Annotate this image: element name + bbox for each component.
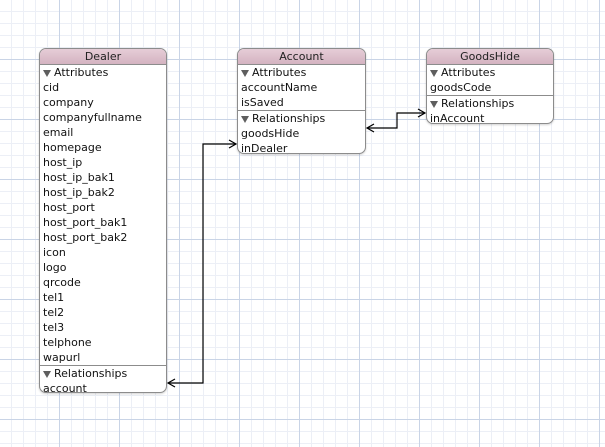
attribute-homepage[interactable]: homepage	[43, 141, 102, 154]
connector-line-account-goodshide[interactable]	[367, 112, 425, 129]
attributes-header-goodshide[interactable]: Attributes	[427, 65, 553, 80]
arrowhead-icon	[417, 108, 427, 118]
relationships-label: Relationships	[54, 367, 128, 380]
relationships-section-goodshide: Relationships inAccount	[427, 96, 553, 124]
attributes-header-dealer[interactable]: Attributes	[40, 65, 166, 80]
attribute-issaved[interactable]: isSaved	[241, 96, 284, 109]
relationships-header-goodshide[interactable]: Relationships	[427, 96, 553, 111]
entity-dealer[interactable]: Dealer Attributes cid company companyful…	[39, 48, 167, 393]
disclosure-triangle-down-icon[interactable]	[43, 370, 51, 378]
attribute-icon[interactable]: icon	[43, 246, 66, 259]
disclosure-triangle-down-icon[interactable]	[43, 69, 51, 77]
attribute-host-port[interactable]: host_port	[43, 201, 95, 214]
connector-account-goodshide[interactable]	[365, 108, 427, 133]
attribute-host-ip-bak1[interactable]: host_ip_bak1	[43, 171, 115, 184]
disclosure-triangle-down-icon[interactable]	[241, 69, 249, 77]
attribute-host-ip-bak2[interactable]: host_ip_bak2	[43, 186, 115, 199]
relationship-goodshide[interactable]: goodsHide	[241, 127, 300, 140]
disclosure-triangle-down-icon[interactable]	[241, 115, 249, 123]
entity-title-goodshide[interactable]: GoodsHide	[427, 49, 553, 65]
attribute-company[interactable]: company	[43, 96, 94, 109]
arrowhead-icon	[365, 123, 375, 133]
relationship-indealer[interactable]: inDealer	[241, 142, 288, 154]
attribute-accountname[interactable]: accountName	[241, 81, 318, 94]
relationships-header-account[interactable]: Relationships	[238, 111, 365, 126]
relationships-header-dealer[interactable]: Relationships	[40, 366, 166, 381]
attribute-cid[interactable]: cid	[43, 81, 60, 94]
attribute-host-port-bak2[interactable]: host_port_bak2	[43, 231, 128, 244]
attribute-tel2[interactable]: tel2	[43, 306, 65, 319]
attributes-header-account[interactable]: Attributes	[238, 65, 365, 80]
attribute-telphone[interactable]: telphone	[43, 336, 92, 349]
attribute-host-ip[interactable]: host_ip	[43, 156, 83, 169]
entity-title-dealer[interactable]: Dealer	[40, 49, 166, 65]
entity-title-account[interactable]: Account	[238, 49, 365, 65]
relationship-inaccount[interactable]: inAccount	[430, 112, 485, 124]
relationships-section-account: Relationships goodsHide inDealer	[238, 111, 365, 154]
arrowhead-icon	[228, 139, 238, 149]
attribute-wapurl[interactable]: wapurl	[43, 351, 81, 364]
attribute-host-port-bak1[interactable]: host_port_bak1	[43, 216, 128, 229]
attributes-label: Attributes	[252, 66, 307, 79]
connector-line-dealer-account[interactable]	[168, 143, 236, 384]
attributes-label: Attributes	[441, 66, 496, 79]
relationships-label: Relationships	[441, 97, 515, 110]
attributes-section-account: Attributes accountName isSaved	[238, 65, 365, 111]
attribute-companyfullname[interactable]: companyfullname	[43, 111, 142, 124]
attribute-tel3[interactable]: tel3	[43, 321, 65, 334]
connector-dealer-account[interactable]	[166, 139, 238, 388]
attribute-goodscode[interactable]: goodsCode	[430, 81, 492, 94]
relationships-label: Relationships	[252, 112, 326, 125]
relationships-section-dealer: Relationships account	[40, 366, 166, 393]
disclosure-triangle-down-icon[interactable]	[430, 69, 438, 77]
attributes-label: Attributes	[54, 66, 109, 79]
attribute-logo[interactable]: logo	[43, 261, 67, 274]
disclosure-triangle-down-icon[interactable]	[430, 100, 438, 108]
relationship-account[interactable]: account	[43, 382, 87, 393]
entity-goodshide[interactable]: GoodsHide Attributes goodsCode Relations…	[426, 48, 554, 124]
entity-account[interactable]: Account Attributes accountName isSaved R…	[237, 48, 366, 154]
attributes-section-goodshide: Attributes goodsCode	[427, 65, 553, 96]
attribute-tel1[interactable]: tel1	[43, 291, 65, 304]
attributes-section-dealer: Attributes cid company companyfullname e…	[40, 65, 166, 366]
attribute-qrcode[interactable]: qrcode	[43, 276, 81, 289]
attribute-email[interactable]: email	[43, 126, 74, 139]
arrowhead-icon	[166, 378, 176, 388]
